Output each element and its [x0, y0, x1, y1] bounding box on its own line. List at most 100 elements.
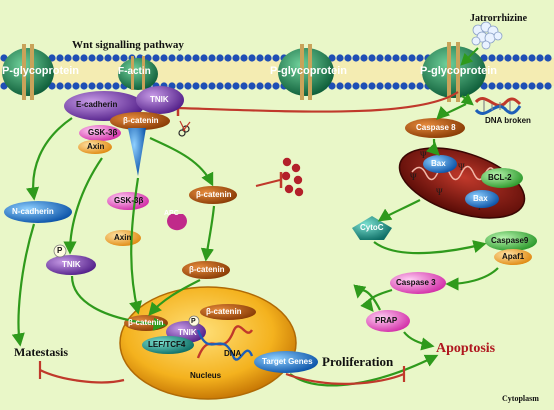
dna-broken-icon: [474, 97, 522, 115]
membrane-head: [96, 82, 104, 90]
membrane-head: [360, 82, 368, 90]
arrow-tnik-to-nucleus: [70, 275, 167, 331]
membrane-head: [368, 54, 376, 62]
membrane-head: [400, 82, 408, 90]
p-glycoprotein-right-label: P-glycoprotein: [420, 65, 498, 77]
membrane-head: [208, 82, 216, 90]
arrow-apc-to-nucleus: [129, 177, 142, 315]
bcl2-label: BCL-2: [488, 173, 512, 182]
bax-top-shape: [423, 155, 457, 173]
arrow-cytoc-to-caspase9: [373, 240, 487, 255]
apaf1-label: Apaf1: [502, 252, 525, 261]
n-cadherin-shape: [4, 201, 72, 223]
membrane-head: [200, 82, 208, 90]
dna-broken-label: DNA broken: [485, 116, 531, 125]
membrane-head: [392, 54, 400, 62]
membrane-head: [72, 54, 80, 62]
gsk3b-free-label: GSK-3β: [114, 196, 144, 205]
membrane-head: [488, 82, 496, 90]
membrane-head: [80, 82, 88, 90]
membrane-head: [520, 54, 528, 62]
membrane-head: [160, 54, 168, 62]
membrane-head: [240, 54, 248, 62]
membrane-head: [112, 82, 120, 90]
gsk3b-top-label: GSK-3β: [88, 128, 118, 137]
jatrorrhizine-inflow-arrow: [460, 47, 479, 66]
target-genes-label: Target Genes: [262, 357, 313, 366]
membrane-head: [176, 82, 184, 90]
membrane-head: [336, 82, 344, 90]
activation-arrows: [11, 103, 499, 387]
svg-text:Ψ: Ψ: [436, 187, 443, 197]
membrane-head: [400, 54, 408, 62]
ubiquitin-dot: [284, 184, 294, 194]
membrane-head: [352, 82, 360, 90]
cytoplasm-label: Cytoplasm: [502, 394, 539, 403]
ubiquitin-dot: [294, 187, 304, 197]
apaf1-shape: [494, 249, 532, 265]
arrow-to-b-catenin-low: [200, 205, 216, 262]
cytoc-label: CytoC: [360, 223, 384, 232]
nucleus-phospho-circle: [188, 315, 200, 327]
inhibition-lines-bottom: [38, 361, 406, 385]
membrane-head: [192, 54, 200, 62]
arrow-caspase3-to-prap: [360, 288, 393, 313]
membrane-head: [528, 54, 536, 62]
tnik-left-shape: [46, 255, 96, 275]
membrane-head: [328, 54, 336, 62]
membrane-head: [544, 82, 552, 90]
arrow-to-caspase8: [436, 103, 467, 120]
inhibit-metastasis-line: [39, 369, 125, 384]
membrane-head: [376, 54, 384, 62]
caspase8-label: Caspase 8: [416, 123, 456, 132]
p-left-label: P: [57, 246, 63, 255]
nucleus-tnik-label: TNIK: [178, 328, 197, 337]
caspase3-shape: [390, 272, 446, 294]
membrane-head: [392, 82, 400, 90]
membrane-head: [520, 82, 528, 90]
membrane-head: [176, 54, 184, 62]
membrane-head: [264, 54, 272, 62]
nucleus-b-catenin-top-shape: [200, 304, 256, 320]
membrane-head: [256, 82, 264, 90]
membrane-head: [536, 82, 544, 90]
tnik-top-label: TNIK: [150, 95, 169, 104]
membrane-head: [504, 54, 512, 62]
caspase8-shape: [405, 118, 465, 138]
membrane-head: [248, 54, 256, 62]
membrane-head: [104, 82, 112, 90]
wnt-pathway-title: Wnt signalling pathway: [72, 39, 184, 51]
tnik-shape-top: [136, 86, 184, 114]
ubiquitin-degradation-icon: [281, 157, 304, 197]
membrane-head: [56, 54, 64, 62]
p-glycoprotein-mid-label: P-glycoprotein: [270, 65, 348, 77]
membrane-head: [536, 54, 544, 62]
membrane-head: [544, 54, 552, 62]
nucleus-b-catenin-top-label: β-catenin: [206, 307, 242, 316]
cytoc-shape: [352, 216, 392, 240]
arrow-apaf1-to-caspase3: [445, 267, 499, 291]
bax-bottom-label: Bax: [473, 194, 488, 203]
jatrorrhizine-label: Jatrorrhizine: [470, 13, 528, 24]
svg-text:Ψ: Ψ: [458, 162, 465, 172]
membrane-head: [184, 82, 192, 90]
ubiquitin-dot: [291, 163, 301, 173]
axin-top-label: Axin: [87, 142, 105, 151]
arrow-complex-to-ncadherin: [25, 117, 73, 201]
membrane-head: [496, 82, 504, 90]
membrane-head: [200, 54, 208, 62]
target-genes-shape: [254, 351, 318, 373]
proliferation-label: Proliferation: [322, 354, 394, 369]
arrow-to-nucleus: [148, 279, 201, 317]
membrane-head: [272, 54, 280, 62]
membrane-head: [512, 82, 520, 90]
arrow-to-dna-broken: [460, 93, 474, 106]
membrane-head: [328, 82, 336, 90]
scissors-icon: [178, 120, 191, 137]
axin-shape-top: [78, 140, 112, 154]
membrane-head: [208, 54, 216, 62]
membrane-head: [384, 54, 392, 62]
arrow-caspase8-to-bax: [425, 138, 440, 156]
membrane-head: [80, 54, 88, 62]
